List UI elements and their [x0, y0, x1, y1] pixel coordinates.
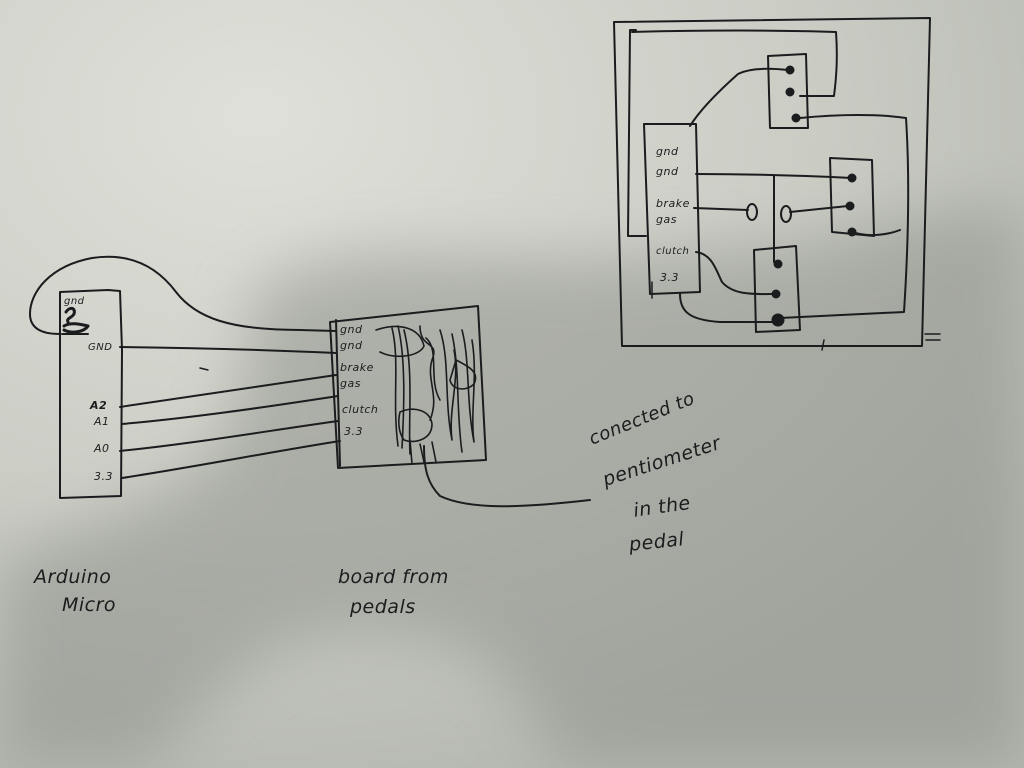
- arduino-caption-line2: Micro: [62, 594, 117, 616]
- wire-to-potentiometer: [423, 445, 591, 508]
- board-caption-line2: pedals: [350, 596, 416, 618]
- detail-hole-right: [780, 205, 792, 223]
- arduino-pin-gnd: gnd: [64, 296, 85, 307]
- detail-pin-gnd-1: gnd: [656, 145, 679, 158]
- board-pin-gas: gas: [340, 377, 361, 390]
- detail-wire-right-loop: [779, 114, 910, 319]
- detail-pin-gnd-2: gnd: [656, 165, 679, 178]
- board-pin-3v3: 3.3: [344, 425, 363, 438]
- detail-pin-3v3: 3.3: [660, 271, 679, 284]
- pedal-board: [329, 305, 487, 469]
- detail-wire-gnd-top: [689, 67, 789, 127]
- board-pin-gnd-1: gnd: [340, 323, 363, 336]
- arduino-pin-a0: A0: [94, 442, 110, 455]
- detail-pin-brake: brake: [656, 197, 690, 210]
- wire-a2-brake: [119, 374, 337, 408]
- arduino-micro-board: [59, 289, 123, 499]
- detail-connector-bottom: [753, 245, 801, 333]
- detail-pin-gas: gas: [656, 213, 677, 226]
- board-pin-brake: brake: [340, 361, 374, 374]
- detail-wire-3v3: [679, 293, 773, 323]
- arduino-pin-a1: A1: [94, 415, 110, 428]
- board-pin-clutch: clutch: [342, 403, 379, 416]
- camera-shadow: [0, 208, 1024, 768]
- detail-wire-brake: [693, 205, 849, 213]
- pencil-mark: [199, 367, 209, 371]
- detail-hole-left: [746, 203, 758, 221]
- detail-header-strip: [643, 123, 701, 299]
- detail-wire-top-loop: [631, 29, 838, 97]
- board-caption-line1: board from: [338, 566, 449, 588]
- arduino-caption-line1: Arduino: [34, 566, 112, 588]
- detail-pin-clutch: clutch: [656, 246, 690, 257]
- wire-gnd-loop: [29, 255, 337, 335]
- detail-wire-gnd: [695, 173, 853, 179]
- board-pin-gnd-2: gnd: [340, 339, 363, 352]
- detail-wire-gas: [851, 229, 901, 237]
- wire-a1-gas: [121, 395, 339, 425]
- arduino-pin-3v3: 3.3: [94, 470, 113, 483]
- board-scribble-hatching: [375, 325, 477, 465]
- detail-wire-clutch: [695, 251, 777, 296]
- wire-a0-clutch: [119, 420, 339, 452]
- wire-3v3: [121, 440, 341, 479]
- arduino-gnd-pad-scribble: [61, 306, 90, 335]
- wire-gnd: [119, 346, 337, 354]
- detail-connector-top: [767, 53, 809, 129]
- arduino-pin-gnd-upper: GND: [88, 342, 113, 353]
- arduino-pin-a2: A2: [90, 399, 108, 412]
- detail-frame: [613, 17, 941, 351]
